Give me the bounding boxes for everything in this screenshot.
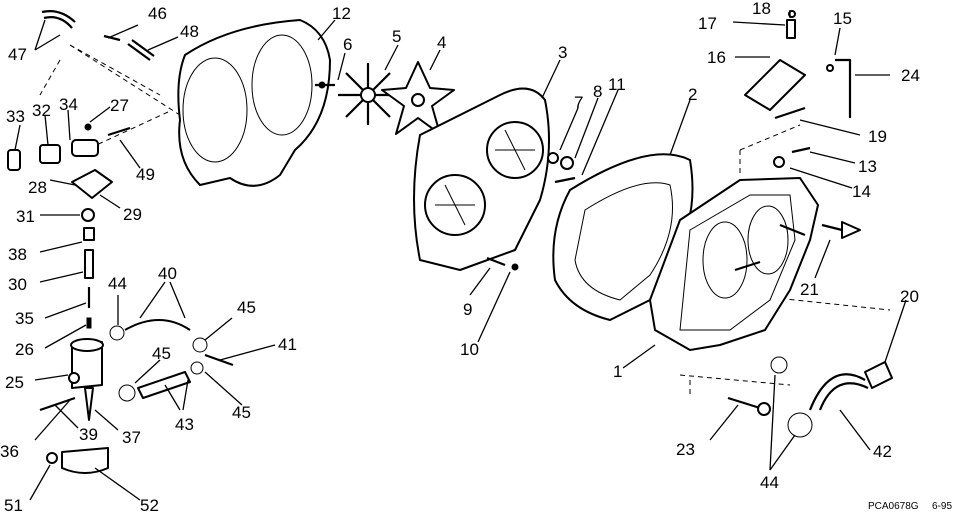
- gasket-12: [177, 19, 331, 187]
- callout-2: 2: [688, 85, 697, 104]
- callout-13: 13: [858, 157, 877, 176]
- solenoid-assembly: [39, 208, 104, 421]
- callout-34: 34: [59, 95, 78, 114]
- callout-27: 27: [110, 96, 129, 115]
- hose-assembly-middle: [109, 319, 234, 402]
- callout-46: 46: [148, 4, 167, 23]
- callout-49: 49: [136, 165, 155, 184]
- housing-1: [649, 177, 819, 351]
- callout-44-right: 44: [760, 473, 779, 492]
- callout-36: 36: [0, 442, 19, 461]
- callout-43: 43: [175, 415, 194, 434]
- callout-4: 4: [437, 33, 446, 52]
- parts-9-10: [486, 256, 519, 271]
- callout-39: 39: [79, 425, 98, 444]
- leader-lines: [14, 10, 907, 501]
- callout-24: 24: [901, 66, 920, 85]
- date-code: 6-95: [932, 501, 952, 512]
- callout-45-c: 45: [232, 403, 251, 422]
- callout-28: 28: [28, 178, 47, 197]
- callout-10: 10: [460, 340, 479, 359]
- callout-9: 9: [463, 300, 472, 319]
- callout-40: 40: [158, 264, 177, 283]
- callout-35: 35: [15, 309, 34, 328]
- callout-48: 48: [180, 22, 199, 41]
- callout-7: 7: [574, 93, 583, 112]
- callout-41: 41: [278, 335, 297, 354]
- callout-33: 33: [6, 107, 25, 126]
- callout-3: 3: [558, 43, 567, 62]
- callout-6: 6: [343, 35, 352, 54]
- bolt-23: [727, 396, 771, 416]
- drawing-code: PCA0678G: [868, 501, 919, 512]
- callout-31: 31: [16, 207, 35, 226]
- callout-12: 12: [332, 4, 351, 23]
- callout-11: 11: [608, 75, 626, 94]
- hose-assembly-top-left: [41, 10, 155, 61]
- callout-21: 21: [800, 280, 819, 299]
- callout-20: 20: [900, 287, 919, 306]
- fitting-assembly-left: [7, 123, 131, 199]
- callout-52: 52: [140, 496, 159, 514]
- callout-51: 51: [4, 496, 23, 514]
- callout-38: 38: [8, 245, 27, 264]
- linkage-parts: [744, 10, 852, 168]
- callout-45-a: 45: [237, 298, 256, 317]
- clamp-51-52: [46, 447, 109, 474]
- callout-25: 25: [5, 373, 24, 392]
- callout-19: 19: [868, 127, 887, 146]
- callout-47: 47: [8, 45, 27, 64]
- callout-37: 37: [122, 428, 141, 447]
- callout-14: 14: [852, 182, 871, 201]
- callout-29: 29: [123, 205, 142, 224]
- small-parts-7-8-11: [547, 152, 576, 184]
- impellers-4-5-6: [315, 61, 455, 135]
- callout-18: 18: [752, 0, 771, 18]
- callout-26: 26: [15, 340, 34, 359]
- bolt-21: [821, 221, 861, 239]
- callout-32: 32: [32, 101, 51, 120]
- plate-3: [413, 87, 550, 271]
- callout-44-left: 44: [108, 274, 127, 293]
- callout-17: 17: [698, 14, 717, 33]
- callout-23: 23: [676, 440, 695, 459]
- callout-8: 8: [593, 82, 602, 101]
- callout-30: 30: [8, 275, 27, 294]
- callout-5: 5: [392, 27, 401, 46]
- callout-1: 1: [613, 362, 622, 381]
- hose-20-42-44: [770, 356, 893, 438]
- callout-15: 15: [833, 9, 852, 28]
- callout-42: 42: [873, 442, 892, 461]
- callout-45-b: 45: [152, 344, 171, 363]
- callout-16: 16: [707, 48, 726, 67]
